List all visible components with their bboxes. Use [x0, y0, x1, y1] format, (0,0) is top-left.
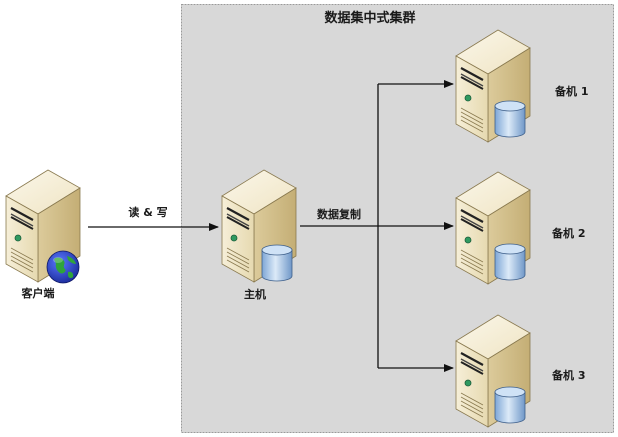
globe-icon [46, 250, 80, 284]
database-icon [494, 100, 526, 138]
edge-label-read-write: 读 & 写 [128, 205, 167, 219]
standby-node-1[interactable]: 备机 1 [454, 28, 588, 144]
standby-node-2[interactable]: 备机 2 [454, 170, 585, 286]
edge-label-replication: 数据复制 [317, 207, 361, 221]
primary-label: 主机 [244, 287, 266, 301]
client-label: 客户端 [21, 286, 55, 300]
database-icon [494, 386, 526, 424]
primary-node[interactable]: 主机 [220, 168, 298, 301]
standby-label-3: 备机 3 [551, 368, 585, 382]
standby-node-3[interactable]: 备机 3 [454, 313, 585, 429]
database-icon [494, 243, 526, 281]
standby-label-1: 备机 1 [554, 84, 588, 98]
cluster-title: 数据集中式集群 [324, 10, 415, 26]
database-icon [261, 244, 293, 282]
client-node[interactable]: 客户端 [4, 168, 82, 300]
standby-label-2: 备机 2 [551, 226, 585, 240]
